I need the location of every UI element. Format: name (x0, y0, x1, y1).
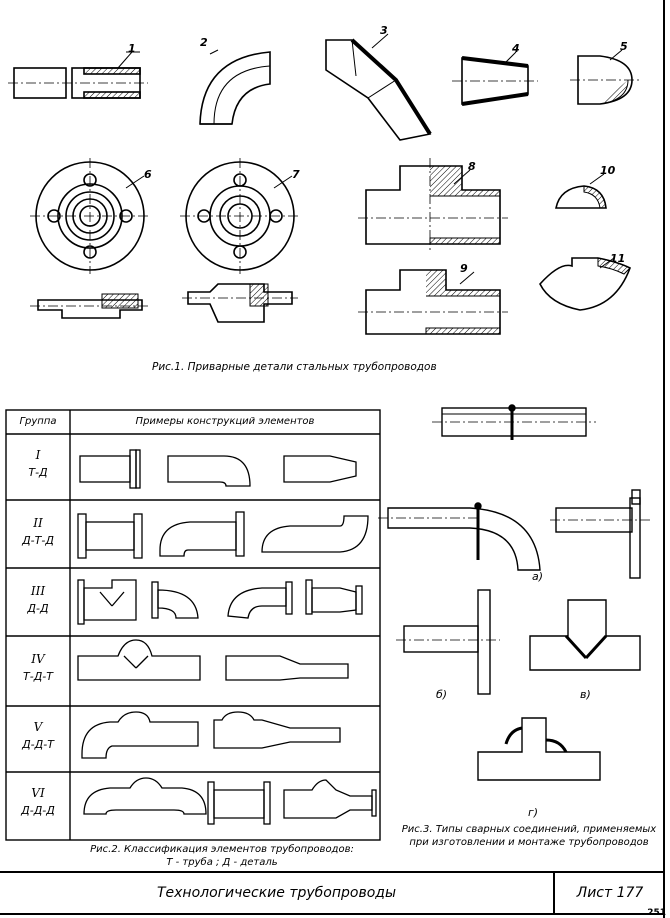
group-cell-5: V Д-Д-Т (6, 718, 70, 754)
group-code: Д-Д (27, 602, 49, 615)
drawing-title: Технологические трубопроводы (0, 873, 555, 913)
group-cell-6: VI Д-Д-Д (6, 784, 70, 820)
group-code: Т-Д (28, 466, 48, 479)
part-5-cap (570, 49, 640, 105)
group-cell-4: IV Т-Д-Т (6, 650, 70, 686)
part-number-3: 3 (380, 24, 388, 37)
part-4-reducer (452, 51, 538, 106)
group-roman: VI (31, 786, 45, 800)
classification-table (5, 409, 381, 841)
table-header-examples: Примеры конструкций элементов (135, 416, 315, 427)
part-6-flange (30, 158, 150, 319)
page-number: 251 (647, 908, 666, 918)
group-roman: II (33, 516, 43, 530)
group-roman: I (35, 448, 41, 462)
weld-label-v: в) (580, 688, 591, 701)
figure3-caption-line2: при изготовлении и монтаже трубопроводов (409, 837, 649, 848)
weld-label-b: б) (436, 688, 448, 701)
part-number-7: 7 (292, 168, 300, 181)
figure3-caption: Рис.3. Типы сварных соединений, применяе… (398, 823, 660, 849)
group-cell-2: II Д-Т-Д (6, 514, 70, 550)
part-number-10: 10 (600, 164, 616, 177)
figure1-caption: Рис.1. Приварные детали стальных трубопр… (152, 361, 437, 373)
figure2-caption-line1: Рис.2. Классификация элементов трубопров… (90, 844, 354, 855)
figure2-caption-line2: Т - труба ; Д - деталь (166, 857, 278, 868)
figure3-caption-line1: Рис.3. Типы сварных соединений, применяе… (401, 824, 657, 835)
group-cell-3: III Д-Д (6, 582, 70, 618)
part-1-pipe (8, 51, 148, 99)
weld-joints (378, 404, 650, 781)
title-block: Технологические трубопроводы Лист 177 (0, 871, 665, 915)
group-roman: III (30, 584, 46, 598)
weld-label-g: г) (528, 806, 539, 819)
part-number-4: 4 (512, 42, 520, 55)
part-number-5: 5 (620, 40, 628, 53)
part-9-reducing-tee (358, 269, 508, 335)
weld-label-a: а) (532, 570, 544, 583)
part-3-segmented-bend (325, 33, 432, 141)
table-sketches (77, 449, 377, 825)
figure2-caption: Рис.2. Классификация элементов трубопров… (72, 843, 372, 869)
group-roman: IV (31, 652, 45, 666)
right-border-line (663, 0, 665, 918)
sheet-number: Лист 177 (576, 885, 644, 901)
part-number-1: 1 (128, 42, 136, 55)
group-code: Д-Д-Т (22, 738, 54, 751)
part-number-11: 11 (610, 252, 626, 265)
part-11-saddle (539, 257, 631, 311)
part-10-cap (555, 173, 607, 209)
group-cell-1: I Т-Д (6, 446, 70, 482)
part-number-6: 6 (144, 168, 152, 181)
part-number-8: 8 (468, 160, 476, 173)
group-code: Д-Д-Д (21, 804, 55, 817)
part-2-elbow (199, 49, 271, 125)
part-number-2: 2 (200, 36, 208, 49)
part-number-9: 9 (460, 262, 468, 275)
group-roman: V (33, 720, 43, 734)
group-code: Т-Д-Т (23, 670, 53, 683)
group-code: Д-Т-Д (22, 534, 54, 547)
table-header-group: Группа (19, 416, 57, 427)
part-8-tee (358, 158, 508, 250)
part-7-flange (180, 158, 300, 323)
